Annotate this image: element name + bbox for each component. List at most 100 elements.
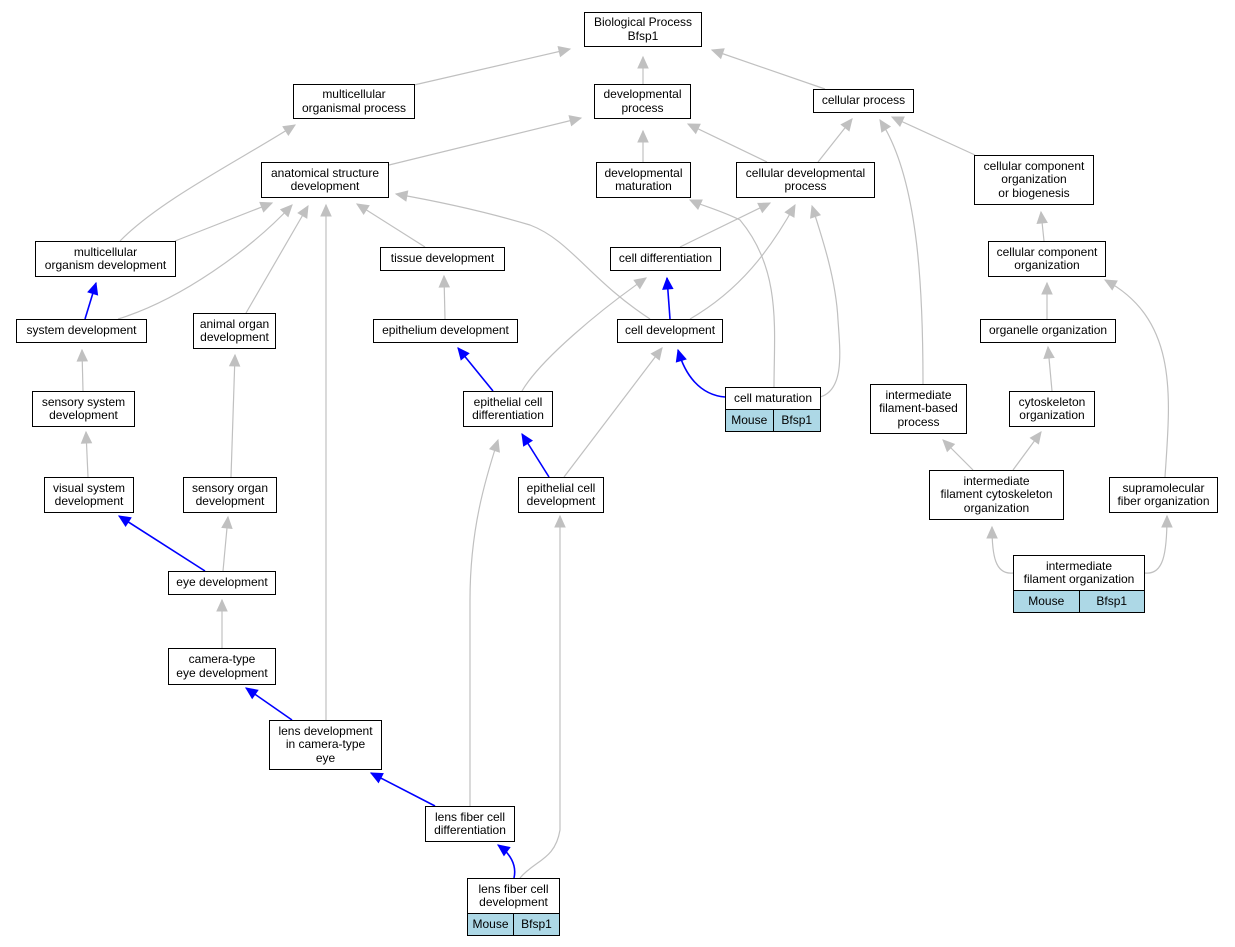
- edge-arrowhead: [688, 199, 703, 211]
- annotation-species: Mouse: [468, 914, 513, 935]
- edge-arrowhead: [320, 203, 332, 217]
- go-term-label: intermediate filament cytoskeleton organ…: [940, 473, 1053, 515]
- go-term-node-mod[interactable]: multicellular organism development: [35, 241, 176, 277]
- go-term-node-ifco[interactable]: intermediate filament cytoskeleton organ…: [929, 470, 1064, 520]
- edge-mod-to-asd: [174, 201, 274, 242]
- go-term-node-lfcdiff[interactable]: lens fiber cell differentiation: [425, 806, 515, 842]
- edge-ecd-to-cdiff: [521, 277, 647, 392]
- edge-arrowhead: [245, 687, 259, 700]
- go-term-node-cdp[interactable]: cellular developmental process: [736, 162, 875, 198]
- edge-sd-to-mod: [84, 281, 99, 320]
- go-term-label: lens fiber cell development: [478, 881, 549, 909]
- go-term-node-eyed[interactable]: eye development: [168, 571, 276, 595]
- go-term-label: Biological Process Bfsp1: [593, 15, 693, 43]
- edge-vsd-to-ssd: [80, 430, 93, 478]
- annotation-gene: Bfsp1: [1078, 591, 1144, 612]
- edge-cdp-to-dp: [686, 123, 768, 163]
- go-term-node-vsd[interactable]: visual system development: [44, 477, 134, 513]
- edge-lfcdiff-to-ecd: [469, 438, 500, 806]
- edge-lfcdiff-to-ldcte: [369, 772, 436, 807]
- go-term-node-sd[interactable]: system development: [16, 319, 147, 343]
- edge-sd-to-asd: [117, 204, 293, 320]
- go-term-node-ecd[interactable]: epithelial cell differentiation: [463, 391, 553, 427]
- go-term-node-dm[interactable]: developmental maturation: [596, 162, 691, 198]
- go-term-node-ccob[interactable]: cellular component organization or bioge…: [974, 155, 1094, 205]
- go-term-label: sensory system development: [41, 394, 126, 422]
- edge-cm-to-dm: [688, 199, 776, 388]
- edge-arrowhead: [1036, 210, 1048, 225]
- edge-arrowhead: [282, 124, 297, 137]
- go-term-node-ecdev[interactable]: epithelial cell development: [518, 477, 604, 513]
- go-term-label: organelle organization: [988, 323, 1108, 338]
- go-term-label: eye development: [176, 575, 268, 590]
- go-term-node-dp[interactable]: developmental process: [594, 84, 691, 119]
- edge-ifco-to-ifbp: [942, 439, 974, 471]
- edge-ccob-to-cp: [890, 116, 976, 156]
- edge-cm-to-cdev: [675, 348, 726, 398]
- go-term-node-ctd[interactable]: camera-type eye development: [168, 648, 276, 685]
- go-term-node-cdev[interactable]: cell development: [617, 319, 723, 343]
- edge-cm-to-cdp: [810, 204, 841, 398]
- edge-cp-to-bp: [710, 48, 826, 90]
- go-term-label: cell maturation: [733, 390, 813, 405]
- edge-arrowhead: [810, 204, 822, 219]
- edge-arrowhead: [457, 347, 470, 361]
- go-term-label: cytoskeleton organization: [1018, 394, 1086, 422]
- go-term-label: epithelial cell development: [526, 480, 596, 508]
- go-term-node-sfo[interactable]: supramolecular fiber organization: [1109, 477, 1218, 513]
- go-term-node-aod[interactable]: animal organ development: [193, 313, 276, 349]
- edge-arrowhead: [1103, 279, 1118, 291]
- edge-ldcte-to-ctd: [245, 687, 293, 721]
- go-term-label: tissue development: [390, 251, 495, 266]
- go-term-label: supramolecular fiber organization: [1117, 480, 1210, 508]
- go-term-label: multicellular organism development: [44, 244, 167, 272]
- edge-arrowhead: [394, 190, 409, 202]
- edge-ifo-to-ifco: [986, 525, 1014, 574]
- go-term-label: epithelial cell differentiation: [472, 394, 544, 422]
- go-term-node-mop[interactable]: multicellular organismal process: [293, 84, 415, 119]
- go-term-label: camera-type eye development: [176, 652, 268, 680]
- edge-ctd-to-eyed: [216, 598, 228, 648]
- go-term-node-td[interactable]: tissue development: [380, 247, 505, 271]
- edge-cdp-to-cp: [817, 118, 853, 163]
- edge-arrowhead: [879, 118, 892, 133]
- edge-mod-to-mop: [119, 124, 297, 242]
- edge-eyed-to-sod: [221, 515, 233, 572]
- edge-arrowhead: [355, 203, 370, 216]
- go-term-label: multicellular organismal process: [301, 87, 407, 115]
- go-term-node-ed[interactable]: epithelium development: [373, 319, 518, 343]
- go-term-node-ifbp[interactable]: intermediate filament-based process: [870, 384, 967, 434]
- edge-arrowhead: [297, 204, 309, 219]
- go-term-node-ssd[interactable]: sensory system development: [32, 391, 135, 427]
- edge-ecd-to-ed: [457, 347, 494, 392]
- edge-arrowhead: [637, 129, 649, 143]
- go-term-node-cco[interactable]: cellular component organization: [988, 241, 1106, 277]
- edge-ecdev-to-ecd: [521, 432, 550, 478]
- edge-aod-to-asd: [245, 204, 309, 314]
- edge-arrowhead: [438, 274, 451, 288]
- go-term-node-asd[interactable]: anatomical structure development: [261, 162, 389, 198]
- go-term-node-oo[interactable]: organelle organization: [980, 319, 1116, 343]
- annotation-gene: Bfsp1: [513, 914, 559, 935]
- go-term-node-co[interactable]: cytoskeleton organization: [1009, 391, 1095, 427]
- edge-ldcte-to-asd: [320, 203, 332, 720]
- go-term-node-sod[interactable]: sensory organ development: [183, 477, 277, 513]
- edge-cdev-to-cdp: [689, 203, 796, 320]
- go-term-node-bp[interactable]: Biological Process Bfsp1: [584, 12, 702, 47]
- annotation-gene: Bfsp1: [772, 410, 820, 431]
- go-term-label: cellular developmental process: [745, 165, 866, 193]
- edge-arrowhead: [840, 118, 853, 132]
- edge-arrowhead: [757, 202, 772, 214]
- go-term-node-ldcte[interactable]: lens development in camera-type eye: [269, 720, 382, 770]
- go-term-node-cp[interactable]: cellular process: [813, 89, 914, 113]
- annotation-species: Mouse: [1014, 591, 1079, 612]
- edge-cdev-to-cdiff: [662, 276, 674, 320]
- edge-arrowhead: [259, 201, 274, 213]
- go-term-node-cdiff[interactable]: cell differentiation: [610, 247, 721, 271]
- edge-arrowhead: [488, 438, 500, 453]
